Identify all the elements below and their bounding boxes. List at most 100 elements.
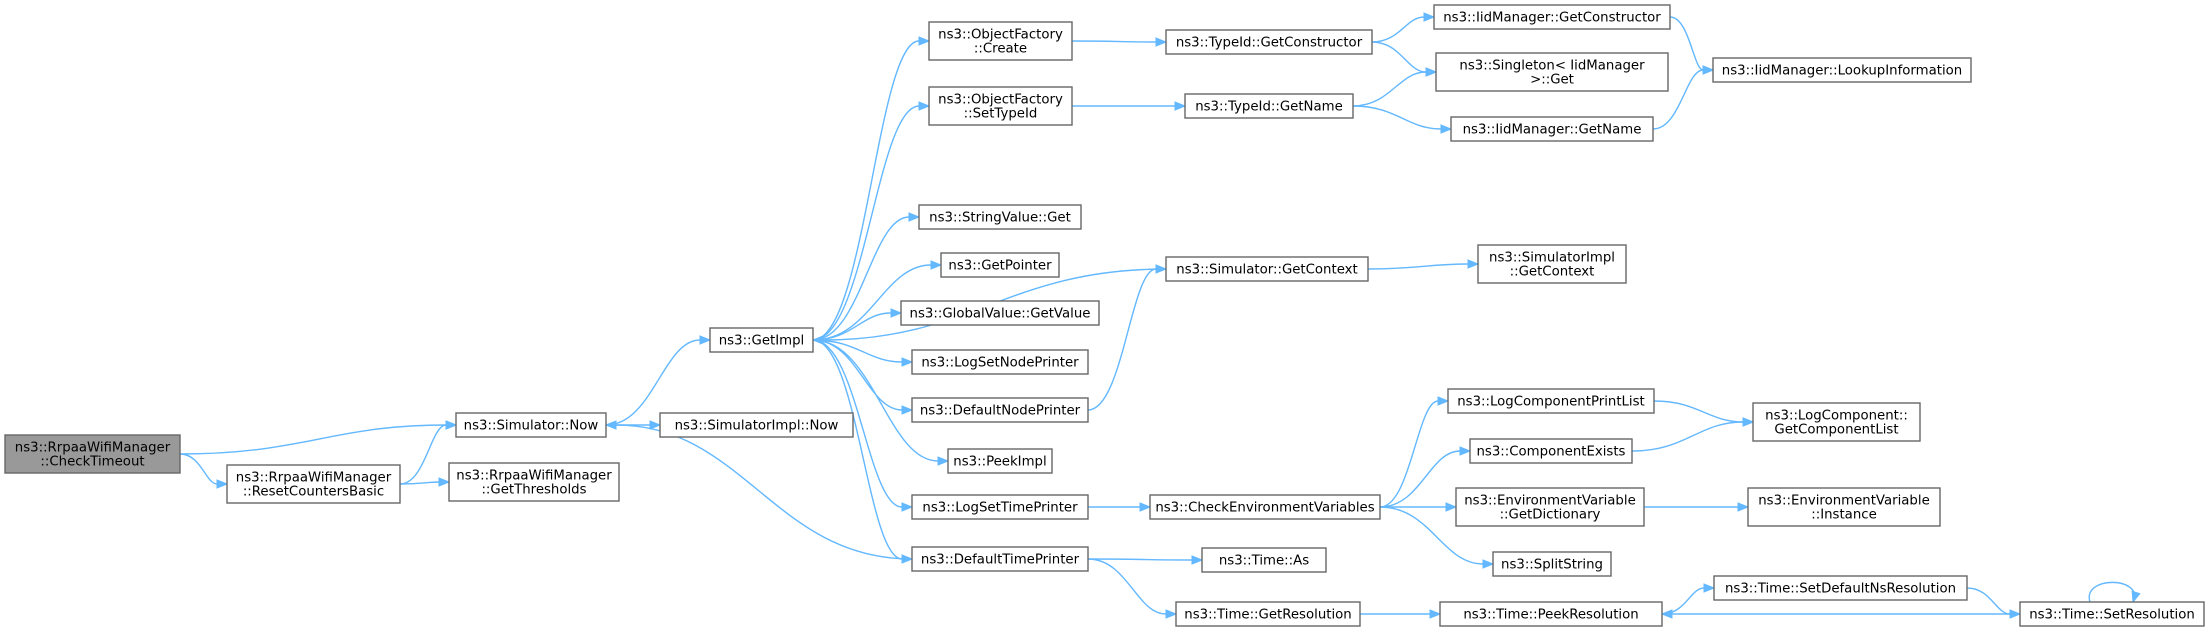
node-box[interactable]: [1184, 93, 1354, 119]
graph-node-envinstance[interactable]: ns3::EnvironmentVariable::Instance: [1747, 487, 1941, 527]
node-box[interactable]: [1165, 256, 1369, 282]
edge-line: [812, 105, 920, 341]
node-box[interactable]: [911, 494, 1089, 520]
graph-node-simimplgetcontext[interactable]: ns3::SimulatorImpl::GetContext: [1477, 244, 1627, 284]
node-box[interactable]: [1433, 4, 1671, 30]
graph-node-getimpl[interactable]: ns3::GetImpl: [709, 327, 814, 353]
graph-node-splitstring[interactable]: ns3::SplitString: [1492, 551, 1612, 577]
node-box[interactable]: [1165, 29, 1373, 55]
graph-edge-iidgetconstructor-to-iidlookup: [1669, 16, 1715, 75]
node-box[interactable]: [940, 252, 1060, 278]
graph-node-simnow[interactable]: ns3::Simulator::Now: [455, 412, 607, 438]
graph-node-getthresholds[interactable]: ns3::RrpaaWifiManager::GetThresholds: [448, 462, 620, 502]
edge-line: [812, 339, 903, 560]
node-box[interactable]: [1747, 487, 1941, 527]
node-box[interactable]: [1149, 494, 1381, 520]
edge-line: [1653, 400, 1744, 423]
node-box[interactable]: [911, 349, 1089, 375]
graph-node-timesetdefaultns[interactable]: ns3::Time::SetDefaultNsResolution: [1713, 575, 1968, 601]
node-box[interactable]: [1435, 52, 1669, 92]
node-box[interactable]: [918, 204, 1082, 230]
edge-line: [605, 339, 701, 426]
node-box[interactable]: [1455, 487, 1645, 527]
node-box[interactable]: [1450, 116, 1654, 142]
call-graph-edges: [179, 12, 2141, 619]
graph-edge-logsettimeprinter-to-checkenv: [1087, 502, 1152, 512]
graph-node-logsettimeprinter[interactable]: ns3::LogSetTimePrinter: [911, 494, 1089, 520]
node-box[interactable]: [911, 546, 1089, 572]
graph-node-resetcounters[interactable]: ns3::RrpaaWifiManager::ResetCountersBasi…: [226, 464, 401, 504]
graph-node-timeas[interactable]: ns3::Time::As: [1201, 547, 1327, 573]
node-label: ns3::LogComponentPrintList: [1457, 395, 1645, 410]
graph-node-stringvalueget[interactable]: ns3::StringValue::Get: [918, 204, 1082, 230]
node-box[interactable]: [4, 434, 181, 474]
edge-arrowhead: [1742, 417, 1755, 427]
graph-node-typeidgetconstructor[interactable]: ns3::TypeId::GetConstructor: [1165, 29, 1373, 55]
node-label: ns3::SimulatorImpl::Now: [675, 419, 839, 434]
graph-node-timepeekres[interactable]: ns3::Time::PeekResolution: [1439, 601, 1663, 627]
node-box[interactable]: [928, 21, 1073, 61]
graph-node-ofcreate[interactable]: ns3::ObjectFactory::Create: [928, 21, 1073, 61]
graph-node-logcompgetlist[interactable]: ns3::LogComponent::GetComponentList: [1752, 402, 1921, 442]
graph-node-ofsettypeid[interactable]: ns3::ObjectFactory::SetTypeId: [928, 86, 1073, 126]
node-label: ns3::LogComponent::: [1765, 409, 1908, 424]
graph-edge-checkenv-to-envgetdict: [1379, 502, 1458, 512]
node-box[interactable]: [1439, 601, 1663, 627]
node-box[interactable]: [1752, 402, 1921, 442]
graph-node-simgetcontext[interactable]: ns3::Simulator::GetContext: [1165, 256, 1369, 282]
edge-arrowhead: [1139, 502, 1152, 512]
node-label: ns3::CheckEnvironmentVariables: [1155, 501, 1374, 516]
node-box[interactable]: [928, 86, 1073, 126]
graph-node-iidlookup[interactable]: ns3::IidManager::LookupInformation: [1712, 57, 1972, 83]
edge-line: [812, 339, 939, 462]
node-box[interactable]: [1713, 575, 1968, 601]
graph-edge-typeidgetconstructor-to-iidgetconstructor: [1371, 12, 1436, 43]
edge-arrowhead: [2131, 590, 2141, 604]
edge-arrowhead: [890, 308, 903, 318]
graph-node-logcompprintlist[interactable]: ns3::LogComponentPrintList: [1447, 388, 1655, 414]
graph-node-timegetres[interactable]: ns3::Time::GetResolution: [1175, 601, 1361, 627]
node-box[interactable]: [1175, 601, 1361, 627]
node-box[interactable]: [1492, 551, 1612, 577]
edge-line: [1652, 69, 1704, 130]
node-box[interactable]: [1712, 57, 1972, 83]
graph-node-gvgetvalue[interactable]: ns3::GlobalValue::GetValue: [900, 300, 1100, 326]
node-box[interactable]: [226, 464, 401, 504]
graph-node-checktimeout[interactable]: ns3::RrpaaWifiManager::CheckTimeout: [4, 434, 181, 474]
graph-node-iidgetconstructor[interactable]: ns3::IidManager::GetConstructor: [1433, 4, 1671, 30]
node-box[interactable]: [1201, 547, 1327, 573]
node-box[interactable]: [911, 397, 1089, 423]
node-box[interactable]: [947, 448, 1053, 474]
graph-node-timesetres[interactable]: ns3::Time::SetResolution: [2019, 601, 2205, 627]
graph-node-singletonget[interactable]: ns3::Singleton< IidManager>::Get: [1435, 52, 1669, 92]
node-box[interactable]: [709, 327, 814, 353]
edge-arrowhead: [445, 420, 458, 430]
graph-node-logsetnodeprinter[interactable]: ns3::LogSetNodePrinter: [911, 349, 1089, 375]
graph-node-compexists[interactable]: ns3::ComponentExists: [1469, 438, 1633, 464]
graph-node-envgetdict[interactable]: ns3::EnvironmentVariable::GetDictionary: [1455, 487, 1645, 527]
graph-node-simimplnow[interactable]: ns3::SimulatorImpl::Now: [659, 412, 854, 438]
node-box[interactable]: [659, 412, 854, 438]
node-box[interactable]: [1447, 388, 1655, 414]
node-box[interactable]: [1477, 244, 1627, 284]
node-box[interactable]: [2019, 601, 2205, 627]
graph-node-iidgetname[interactable]: ns3::IidManager::GetName: [1450, 116, 1654, 142]
edge-line: [1087, 558, 1193, 561]
node-box[interactable]: [455, 412, 607, 438]
graph-node-defaulttimeprinter[interactable]: ns3::DefaultTimePrinter: [911, 546, 1089, 572]
graph-node-checkenv[interactable]: ns3::CheckEnvironmentVariables: [1149, 494, 1381, 520]
node-box[interactable]: [900, 300, 1100, 326]
edge-arrowhead: [1425, 67, 1438, 77]
graph-edge-getimpl-to-stringvalueget: [812, 212, 921, 341]
graph-node-getpointer[interactable]: ns3::GetPointer: [940, 252, 1060, 278]
node-label: ns3::Simulator::GetContext: [1176, 263, 1357, 278]
node-box[interactable]: [1469, 438, 1633, 464]
edge-arrowhead: [901, 357, 914, 367]
node-label: ns3::GetImpl: [719, 334, 804, 349]
node-box[interactable]: [448, 462, 620, 502]
graph-node-typeidgetname[interactable]: ns3::TypeId::GetName: [1184, 93, 1354, 119]
edge-arrowhead: [1459, 446, 1472, 456]
graph-edge-checktimeout-to-resetcounters: [179, 453, 229, 489]
graph-node-defaultnodeprinter[interactable]: ns3::DefaultNodePrinter: [911, 397, 1089, 423]
graph-node-peekimpl[interactable]: ns3::PeekImpl: [947, 448, 1053, 474]
